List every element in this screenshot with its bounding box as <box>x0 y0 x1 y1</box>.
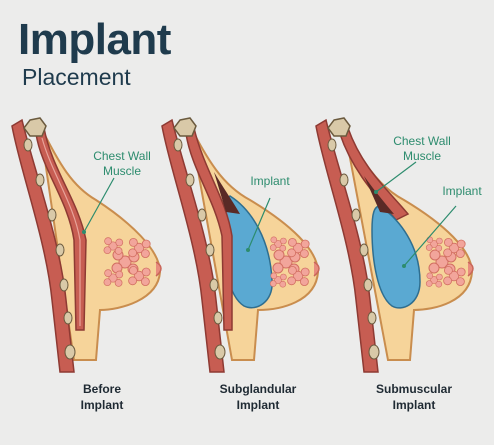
label-line: Implant <box>250 174 290 188</box>
caption-line: Implant <box>392 398 436 412</box>
callout-line-muscle <box>375 161 417 193</box>
page-subtitle: Placement <box>22 64 131 90</box>
label-line: Muscle <box>102 164 141 178</box>
panel-subglandular-implant <box>161 117 320 373</box>
nipple <box>155 261 162 277</box>
caption-before-implant: Before Implant <box>32 381 172 413</box>
label-chest-wall-muscle: Chest Wall Muscle <box>382 134 462 164</box>
chest-wall-muscle <box>185 126 233 331</box>
caption-submuscular-implant: Submuscular Implant <box>344 381 484 413</box>
rib-bones <box>327 138 380 360</box>
page-title: Implant <box>18 15 171 64</box>
collarbone <box>327 117 351 137</box>
callout-line-muscle <box>83 177 115 233</box>
caption-line: Implant <box>80 398 124 412</box>
implant-shape <box>371 205 421 309</box>
panel-submuscular-implant <box>315 117 474 373</box>
label-line: Chest Wall <box>393 134 451 148</box>
label-implant: Implant <box>432 184 492 199</box>
caption-line: Subglandular <box>219 382 297 396</box>
dark-pocket <box>364 176 394 214</box>
caption-line: Before <box>82 382 121 396</box>
label-line: Muscle <box>402 149 441 163</box>
label-implant: Implant <box>240 174 300 189</box>
collarbone <box>23 117 47 137</box>
nipple <box>313 261 320 277</box>
callout-line-implant <box>403 205 457 267</box>
label-line: Implant <box>442 184 482 198</box>
dark-pocket <box>214 172 240 214</box>
collarbone <box>173 117 197 137</box>
label-line: Chest Wall <box>93 149 151 163</box>
chest-wall-muscle <box>35 126 87 331</box>
panel-before-implant <box>11 117 162 373</box>
label-chest-wall-muscle: Chest Wall Muscle <box>82 149 162 179</box>
callout-line-implant <box>247 197 271 251</box>
caption-subglandular-implant: Subglandular Implant <box>188 381 328 413</box>
rib-bones <box>173 138 226 360</box>
nipple <box>467 261 474 277</box>
caption-line: Implant <box>236 398 280 412</box>
rib-bones <box>23 138 76 360</box>
caption-line: Submuscular <box>375 382 453 396</box>
